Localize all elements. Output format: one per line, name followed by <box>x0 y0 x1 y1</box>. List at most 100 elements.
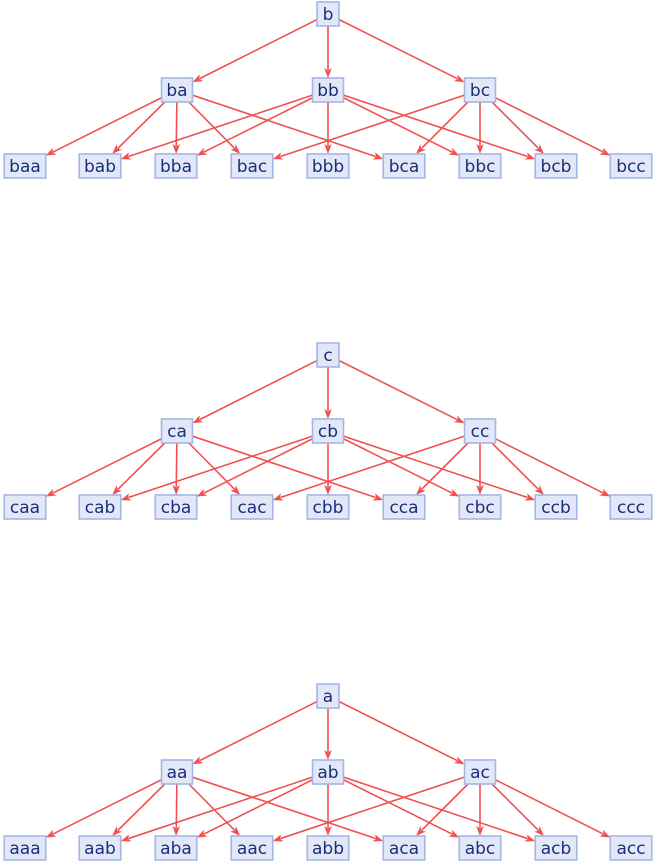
node-box <box>3 153 47 179</box>
edge-bb-to-bba <box>196 97 313 156</box>
edge-line <box>338 18 458 80</box>
edge-line <box>192 435 376 499</box>
node-box <box>230 835 274 861</box>
node-box <box>609 153 653 179</box>
node-label: bca <box>389 157 420 177</box>
arrowhead-icon <box>453 74 465 83</box>
node-cca[interactable]: cca <box>382 494 426 520</box>
node-c[interactable]: c <box>316 342 340 368</box>
node-aa[interactable]: aa <box>160 759 194 785</box>
edge-line <box>52 779 162 835</box>
edge-line <box>421 101 469 149</box>
node-label: bc <box>470 81 490 101</box>
arrowhead-icon <box>272 493 284 501</box>
edge-line <box>117 442 166 490</box>
edge-ba-to-baa <box>45 97 162 156</box>
node-box <box>311 77 345 103</box>
node-caa[interactable]: caa <box>3 494 47 520</box>
node-aaa[interactable]: aaa <box>3 835 47 861</box>
edge-aa-to-aab <box>112 783 166 836</box>
edge-ab-to-abb <box>324 784 332 836</box>
edge-line <box>128 435 313 499</box>
node-ac[interactable]: ac <box>463 759 497 785</box>
node-bb[interactable]: bb <box>311 77 345 103</box>
node-ccc[interactable]: ccc <box>609 494 653 520</box>
node-ca[interactable]: ca <box>160 418 194 444</box>
node-b[interactable]: b <box>316 1 340 27</box>
arrowhead-icon <box>120 834 132 842</box>
arrowhead-icon <box>476 826 484 836</box>
node-label: abb <box>312 839 344 859</box>
node-ba[interactable]: ba <box>160 77 194 103</box>
edge-a-to-ab <box>324 708 332 760</box>
edge-ba-to-bab <box>112 101 166 154</box>
node-abb[interactable]: abb <box>306 835 350 861</box>
node-acb[interactable]: acb <box>534 835 578 861</box>
arrowhead-icon <box>324 485 332 495</box>
arrowhead-icon <box>524 152 536 160</box>
edge-cb-to-cba <box>196 438 313 497</box>
edge-ac-to-abc <box>476 784 484 836</box>
edge-line <box>280 94 465 158</box>
node-label: c <box>323 346 332 366</box>
node-bbb[interactable]: bbb <box>306 153 350 179</box>
node-baa[interactable]: baa <box>3 153 47 179</box>
node-aba[interactable]: aba <box>154 835 198 861</box>
node-box <box>534 153 578 179</box>
node-cba[interactable]: cba <box>154 494 198 520</box>
node-cac[interactable]: cac <box>230 494 274 520</box>
node-cb[interactable]: cb <box>311 418 345 444</box>
node-cab[interactable]: cab <box>78 494 122 520</box>
node-box <box>534 835 578 861</box>
node-bcb[interactable]: bcb <box>534 153 578 179</box>
node-bcc[interactable]: bcc <box>609 153 653 179</box>
tree-a <box>45 700 611 842</box>
arrowhead-icon <box>448 829 460 838</box>
node-label: abc <box>465 839 496 859</box>
node-aac[interactable]: aac <box>230 835 274 861</box>
node-box <box>154 835 198 861</box>
node-bab[interactable]: bab <box>78 153 122 179</box>
node-aca[interactable]: aca <box>382 835 426 861</box>
node-label: aab <box>84 839 116 859</box>
node-label: acc <box>616 839 645 859</box>
node-cbc[interactable]: cbc <box>458 494 502 520</box>
edge-bc-to-bbc <box>476 102 484 154</box>
node-label: bab <box>84 157 116 177</box>
arrowhead-icon <box>453 415 465 424</box>
node-bbc[interactable]: bbc <box>458 153 502 179</box>
node-bc[interactable]: bc <box>463 77 497 103</box>
edge-line <box>495 438 604 494</box>
arrowhead-icon <box>416 485 426 495</box>
node-ab[interactable]: ab <box>311 759 345 785</box>
node-label: aba <box>160 839 192 859</box>
edge-ac-to-acb <box>491 783 544 836</box>
node-label: aa <box>167 763 188 783</box>
node-cc[interactable]: cc <box>463 418 497 444</box>
arrowhead-icon <box>534 485 544 495</box>
node-a[interactable]: a <box>316 683 340 709</box>
node-label: aca <box>389 839 419 859</box>
node-aab[interactable]: aab <box>78 835 122 861</box>
edge-line <box>203 438 313 494</box>
node-cbb[interactable]: cbb <box>306 494 350 520</box>
node-label: a <box>323 687 333 707</box>
node-bac[interactable]: bac <box>230 153 274 179</box>
arrowhead-icon <box>476 485 484 495</box>
node-abc[interactable]: abc <box>458 835 502 861</box>
edge-line <box>280 776 465 840</box>
node-acc[interactable]: acc <box>609 835 653 861</box>
arrowhead-icon <box>196 147 208 156</box>
arrowhead-icon <box>120 493 132 501</box>
node-bca[interactable]: bca <box>382 153 426 179</box>
arrowhead-icon <box>453 756 465 765</box>
node-box <box>382 494 426 520</box>
node-ccb[interactable]: ccb <box>534 494 578 520</box>
arrowhead-icon <box>230 826 241 836</box>
edge-bc-to-bcc <box>495 97 611 156</box>
node-label: aac <box>237 839 267 859</box>
node-label: ccb <box>541 498 570 518</box>
node-bba[interactable]: bba <box>154 153 198 179</box>
edge-ab-to-aba <box>196 779 313 838</box>
edge-bc-to-bcb <box>491 101 544 154</box>
